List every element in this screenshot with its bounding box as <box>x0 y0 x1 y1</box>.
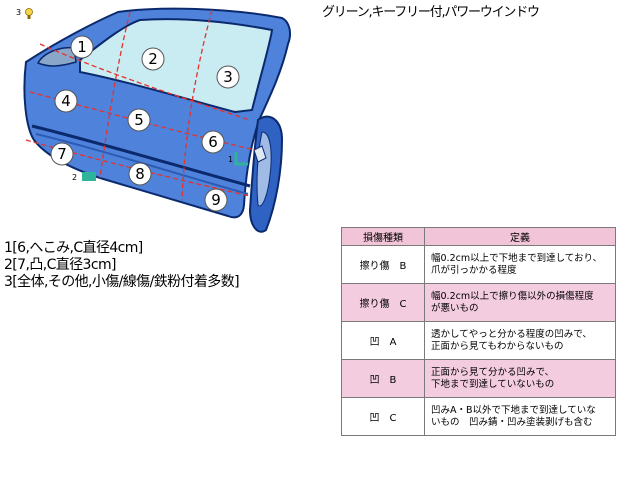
damage-note-1: 1[6,へこみ,C直径4cm] <box>4 240 143 256</box>
legend-row: 凹 A 透かしてやっと分かる程度の凹みで、 正面から見てもわからないもの <box>341 321 616 360</box>
question-bulb-icon <box>25 8 33 19</box>
legend-row: 擦り傷 C 幅0.2cm以上で擦り傷以外の損傷程度 が悪いもの <box>341 283 616 322</box>
vehicle-spec-note: グリーン,キーフリー付,パワーウインドウ <box>322 5 540 20</box>
damage-marker-1 <box>234 152 248 166</box>
damage-note-3: 3[全体,その他,小傷/線傷/鉄粉付着多数] <box>4 274 240 290</box>
legend-type: 凹 B <box>341 359 425 398</box>
legend-row: 凹 C 凹みA・B以外で下地まで到達していな いもの 凹み錆・凹み塗装剥げも含む <box>341 397 616 436</box>
zone-label-4: 4 <box>61 92 71 110</box>
legend-header-definition: 定義 <box>424 227 616 246</box>
corner-label: 3 <box>16 8 21 17</box>
legend-definition: 正面から見て分かる凹みで、 下地まで到達していないもの <box>424 359 616 398</box>
legend-header-type: 損傷種類 <box>341 227 425 246</box>
legend-definition: 透かしてやっと分かる程度の凹みで、 正面から見てもわからないもの <box>424 321 616 360</box>
door-molding <box>31 124 251 188</box>
car-door-diagram: 1 2 3 4 5 6 7 8 9 1 2 3 <box>16 7 291 233</box>
damage-notes: 1[6,へこみ,C直径4cm] 2[7,凸,C直径3cm] 3[全体,その他,小… <box>4 240 240 291</box>
zone-label-2: 2 <box>148 50 158 68</box>
damage-marker-1-label: 1 <box>228 155 233 164</box>
legend-row: 凹 B 正面から見て分かる凹みで、 下地まで到達していないもの <box>341 359 616 398</box>
zone-label-7: 7 <box>57 145 67 163</box>
legend-row: 擦り傷 B 幅0.2cm以上で下地まで到達しており、 爪が引っかかる程度 <box>341 245 616 284</box>
legend-header-row: 損傷種類 定義 <box>341 227 616 246</box>
zone-labels: 1 2 3 4 5 6 7 8 9 <box>50 35 240 212</box>
legend-definition: 幅0.2cm以上で擦り傷以外の損傷程度 が悪いもの <box>424 283 616 322</box>
legend-definition: 幅0.2cm以上で下地まで到達しており、 爪が引っかかる程度 <box>424 245 616 284</box>
damage-marker-2 <box>82 172 96 181</box>
door-molding-shadow <box>35 133 249 195</box>
legend-type: 凹 A <box>341 321 425 360</box>
door-window <box>79 18 274 114</box>
legend-type: 擦り傷 B <box>341 245 425 284</box>
zone-label-3: 3 <box>223 68 233 86</box>
door-latch <box>253 145 267 163</box>
legend-type: 擦り傷 C <box>341 283 425 322</box>
legend-type: 凹 C <box>341 397 425 436</box>
damage-marker-2-label: 2 <box>72 173 77 182</box>
zone-label-5: 5 <box>134 111 144 129</box>
damage-legend-table: 損傷種類 定義 擦り傷 B 幅0.2cm以上で下地まで到達しており、 爪が引っか… <box>341 227 616 436</box>
zone-label-8: 8 <box>135 165 145 183</box>
zone-label-1: 1 <box>77 38 87 56</box>
legend-definition: 凹みA・B以外で下地まで到達していな いもの 凹み錆・凹み塗装剥げも含む <box>424 397 616 436</box>
zone-label-6: 6 <box>208 133 218 151</box>
zone-label-9: 9 <box>211 191 221 209</box>
damage-note-2: 2[7,凸,C直径3cm] <box>4 257 116 273</box>
